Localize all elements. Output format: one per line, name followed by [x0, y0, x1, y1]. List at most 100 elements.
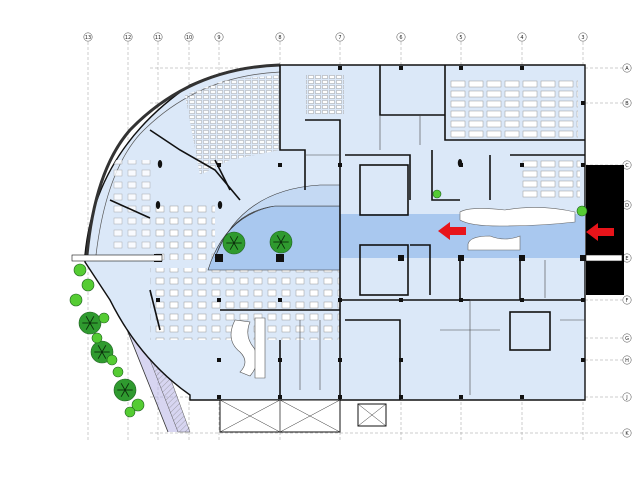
grid-label-row-H: H: [622, 355, 632, 365]
structural-column: [581, 358, 585, 362]
grid-label-col-6: 6: [396, 32, 406, 42]
svg-text:12: 12: [125, 35, 131, 41]
svg-text:D: D: [625, 203, 629, 209]
svg-text:11: 11: [155, 35, 161, 41]
row-grid-labels: A B C D E F G H J K: [622, 63, 632, 438]
structural-column: [338, 163, 342, 167]
structural-column: [581, 101, 585, 105]
structural-column: [278, 163, 282, 167]
structural-column: [581, 163, 585, 167]
structural-column: [278, 395, 282, 399]
left-arrow-icon: [586, 223, 614, 241]
svg-text:B: B: [625, 101, 629, 107]
structural-column: [459, 298, 463, 302]
left-arrow-icon: [438, 222, 466, 240]
svg-text:E: E: [625, 256, 628, 262]
structural-column: [278, 298, 282, 302]
curved-ramp: [214, 184, 341, 259]
grid-label-col-12: 12: [123, 32, 133, 42]
structural-column: [459, 395, 463, 399]
structural-column: [458, 255, 464, 261]
structural-column: [338, 66, 342, 70]
oval-column: [217, 201, 223, 209]
svg-text:7: 7: [338, 35, 341, 41]
feature-pool: [459, 207, 576, 227]
tree-icon: [78, 311, 102, 335]
svg-text:K: K: [625, 431, 629, 437]
tree-icon: [576, 205, 588, 217]
svg-text:F: F: [626, 298, 629, 304]
structural-column: [156, 298, 160, 302]
svg-text:A: A: [625, 66, 629, 72]
grid-label-row-C: C: [622, 160, 632, 170]
structural-column: [399, 395, 403, 399]
grid-label-col-9: 9: [214, 32, 224, 42]
svg-text:5: 5: [459, 35, 462, 41]
structural-column: [398, 255, 404, 261]
structural-column: [520, 298, 524, 302]
oval-column: [457, 159, 463, 167]
tree-icon: [113, 378, 137, 402]
west-threshold: [71, 254, 163, 262]
structural-column: [338, 298, 342, 302]
svg-text:9: 9: [217, 35, 220, 41]
svg-text:C: C: [625, 163, 629, 169]
grid-label-col-11: 11: [153, 32, 163, 42]
structural-column: [217, 298, 221, 302]
svg-text:13: 13: [85, 35, 91, 41]
tree-icon: [73, 263, 87, 277]
grid-label-row-D: D: [622, 200, 632, 210]
grid-label-row-B: B: [622, 98, 632, 108]
svg-text:6: 6: [399, 35, 402, 41]
structural-column: [338, 358, 342, 362]
oval-column: [157, 160, 163, 168]
structural-column: [215, 254, 223, 262]
trees: [69, 189, 588, 418]
structural-column: [520, 163, 524, 167]
structural-column: [459, 66, 463, 70]
structural-column: [519, 255, 525, 261]
structural-column: [581, 298, 585, 302]
svg-text:G: G: [625, 336, 629, 342]
tree-icon: [124, 406, 136, 418]
tree-icon: [98, 312, 110, 324]
grid-label-col-3: 3: [578, 32, 588, 42]
structural-column: [520, 66, 524, 70]
structural-column: [399, 298, 403, 302]
structural-column: [520, 395, 524, 399]
tree-icon: [432, 189, 442, 199]
display-shape: [230, 319, 258, 377]
grid-label-col-13: 13: [83, 32, 93, 42]
grid-label-col-5: 5: [456, 32, 466, 42]
entrance-threshold: [585, 254, 623, 262]
grid-label-col-8: 8: [275, 32, 285, 42]
tree-icon: [112, 366, 124, 378]
structural-column: [217, 395, 221, 399]
svg-text:J: J: [625, 395, 627, 401]
structural-column: [338, 395, 342, 399]
structural-column: [580, 255, 586, 261]
floor-area: [84, 63, 586, 401]
structural-column: [278, 358, 282, 362]
svg-text:H: H: [625, 358, 629, 364]
grid-label-row-G: G: [622, 333, 632, 343]
tree-icon: [91, 332, 103, 344]
grid-label-row-K: K: [622, 428, 632, 438]
lower-service-area: [219, 399, 387, 433]
tree-icon: [69, 293, 83, 307]
grid-label-row-F: F: [622, 295, 632, 305]
svg-text:8: 8: [278, 35, 281, 41]
grid-label-row-J: J: [622, 392, 632, 402]
svg-text:4: 4: [520, 35, 523, 41]
grid-label-row-E: E: [622, 253, 632, 263]
tree-icon: [269, 230, 293, 254]
tree-icon: [222, 231, 246, 255]
structural-column: [399, 358, 403, 362]
structural-column: [399, 66, 403, 70]
structural-column: [217, 358, 221, 362]
grid-label-col-4: 4: [517, 32, 527, 42]
grid-label-col-7: 7: [335, 32, 345, 42]
tree-icon: [81, 278, 95, 292]
